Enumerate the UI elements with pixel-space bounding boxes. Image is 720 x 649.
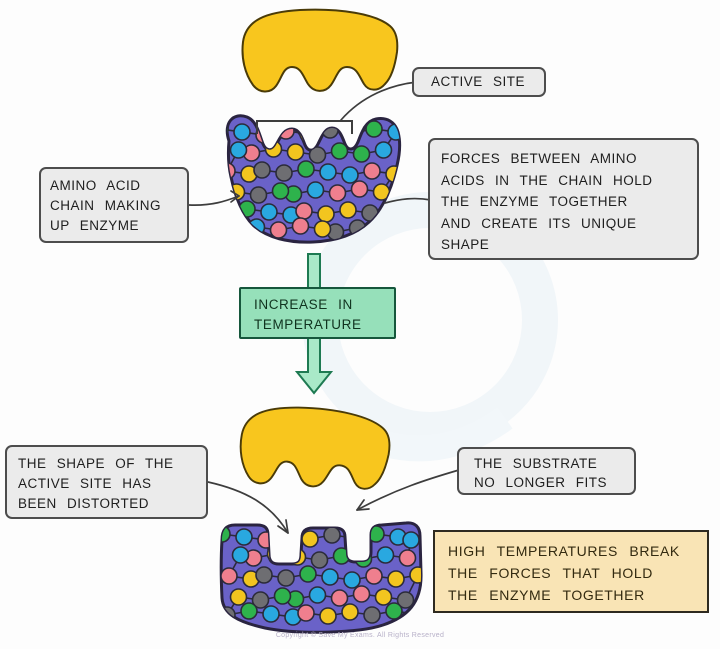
label-line: AMINO ACID <box>50 178 141 193</box>
copyright-text: Copyright © Save My Exams. All Rights Re… <box>275 632 445 639</box>
label-line: INCREASE IN <box>254 297 353 312</box>
connector-line-shape-distorted <box>207 481 289 534</box>
label-line: BEEN DISTORTED <box>18 496 150 511</box>
label-line: FORCES BETWEEN AMINO <box>441 151 638 166</box>
high-temperatures-break-forces-box: HIGH TEMPERATURES BREAK THE FORCES THAT … <box>433 530 709 613</box>
connector-line-substrate-fits <box>356 469 460 511</box>
active-site-bracket <box>256 120 353 134</box>
label-line: AND CREATE ITS UNIQUE <box>441 215 637 231</box>
substrate-no-longer-fits-label: THE SUBSTRATE NO LONGER FITS <box>457 447 636 495</box>
arrowhead-substrate-fits <box>356 499 370 511</box>
label-line: THE SUBSTRATE <box>474 456 598 471</box>
label-line: CHAIN MAKING <box>50 198 162 213</box>
connector-line-active-site <box>340 81 418 121</box>
label-line: ACTIVE SITE <box>431 74 526 89</box>
connector-line-amino-acid <box>188 195 240 206</box>
label-line: NO LONGER FITS <box>474 475 608 490</box>
increase-in-temperature-box: INCREASE IN TEMPERATURE <box>239 287 396 339</box>
arrowhead-amino-acid <box>230 190 240 203</box>
active-site-distorted-label: THE SHAPE OF THE ACTIVE SITE HAS BEEN DI… <box>5 445 208 519</box>
forces-between-amino-acids-label: FORCES BETWEEN AMINO ACIDS IN THE CHAIN … <box>428 138 699 260</box>
label-line: ACTIVE SITE HAS <box>18 476 152 491</box>
amino-acid-chain-label: AMINO ACID CHAIN MAKING UP ENZYME <box>39 167 189 243</box>
arrowhead-shape-distorted <box>277 519 289 534</box>
substrate-top-shape <box>241 8 399 93</box>
label-line: THE ENZYME TOGETHER <box>448 587 645 603</box>
label-line: UP ENZYME <box>50 218 140 233</box>
connector-line-forces <box>384 197 432 204</box>
label-line: TEMPERATURE <box>254 317 362 332</box>
label-line: THE SHAPE OF THE <box>18 456 174 471</box>
label-line: ACIDS IN THE CHAIN HOLD <box>441 172 653 188</box>
label-line: SHAPE <box>441 237 490 252</box>
label-line: THE FORCES THAT HOLD <box>448 565 653 581</box>
active-site-label: ACTIVE SITE <box>412 67 546 97</box>
label-line: HIGH TEMPERATURES BREAK <box>448 543 680 559</box>
label-line: THE ENZYME TOGETHER <box>441 194 628 209</box>
